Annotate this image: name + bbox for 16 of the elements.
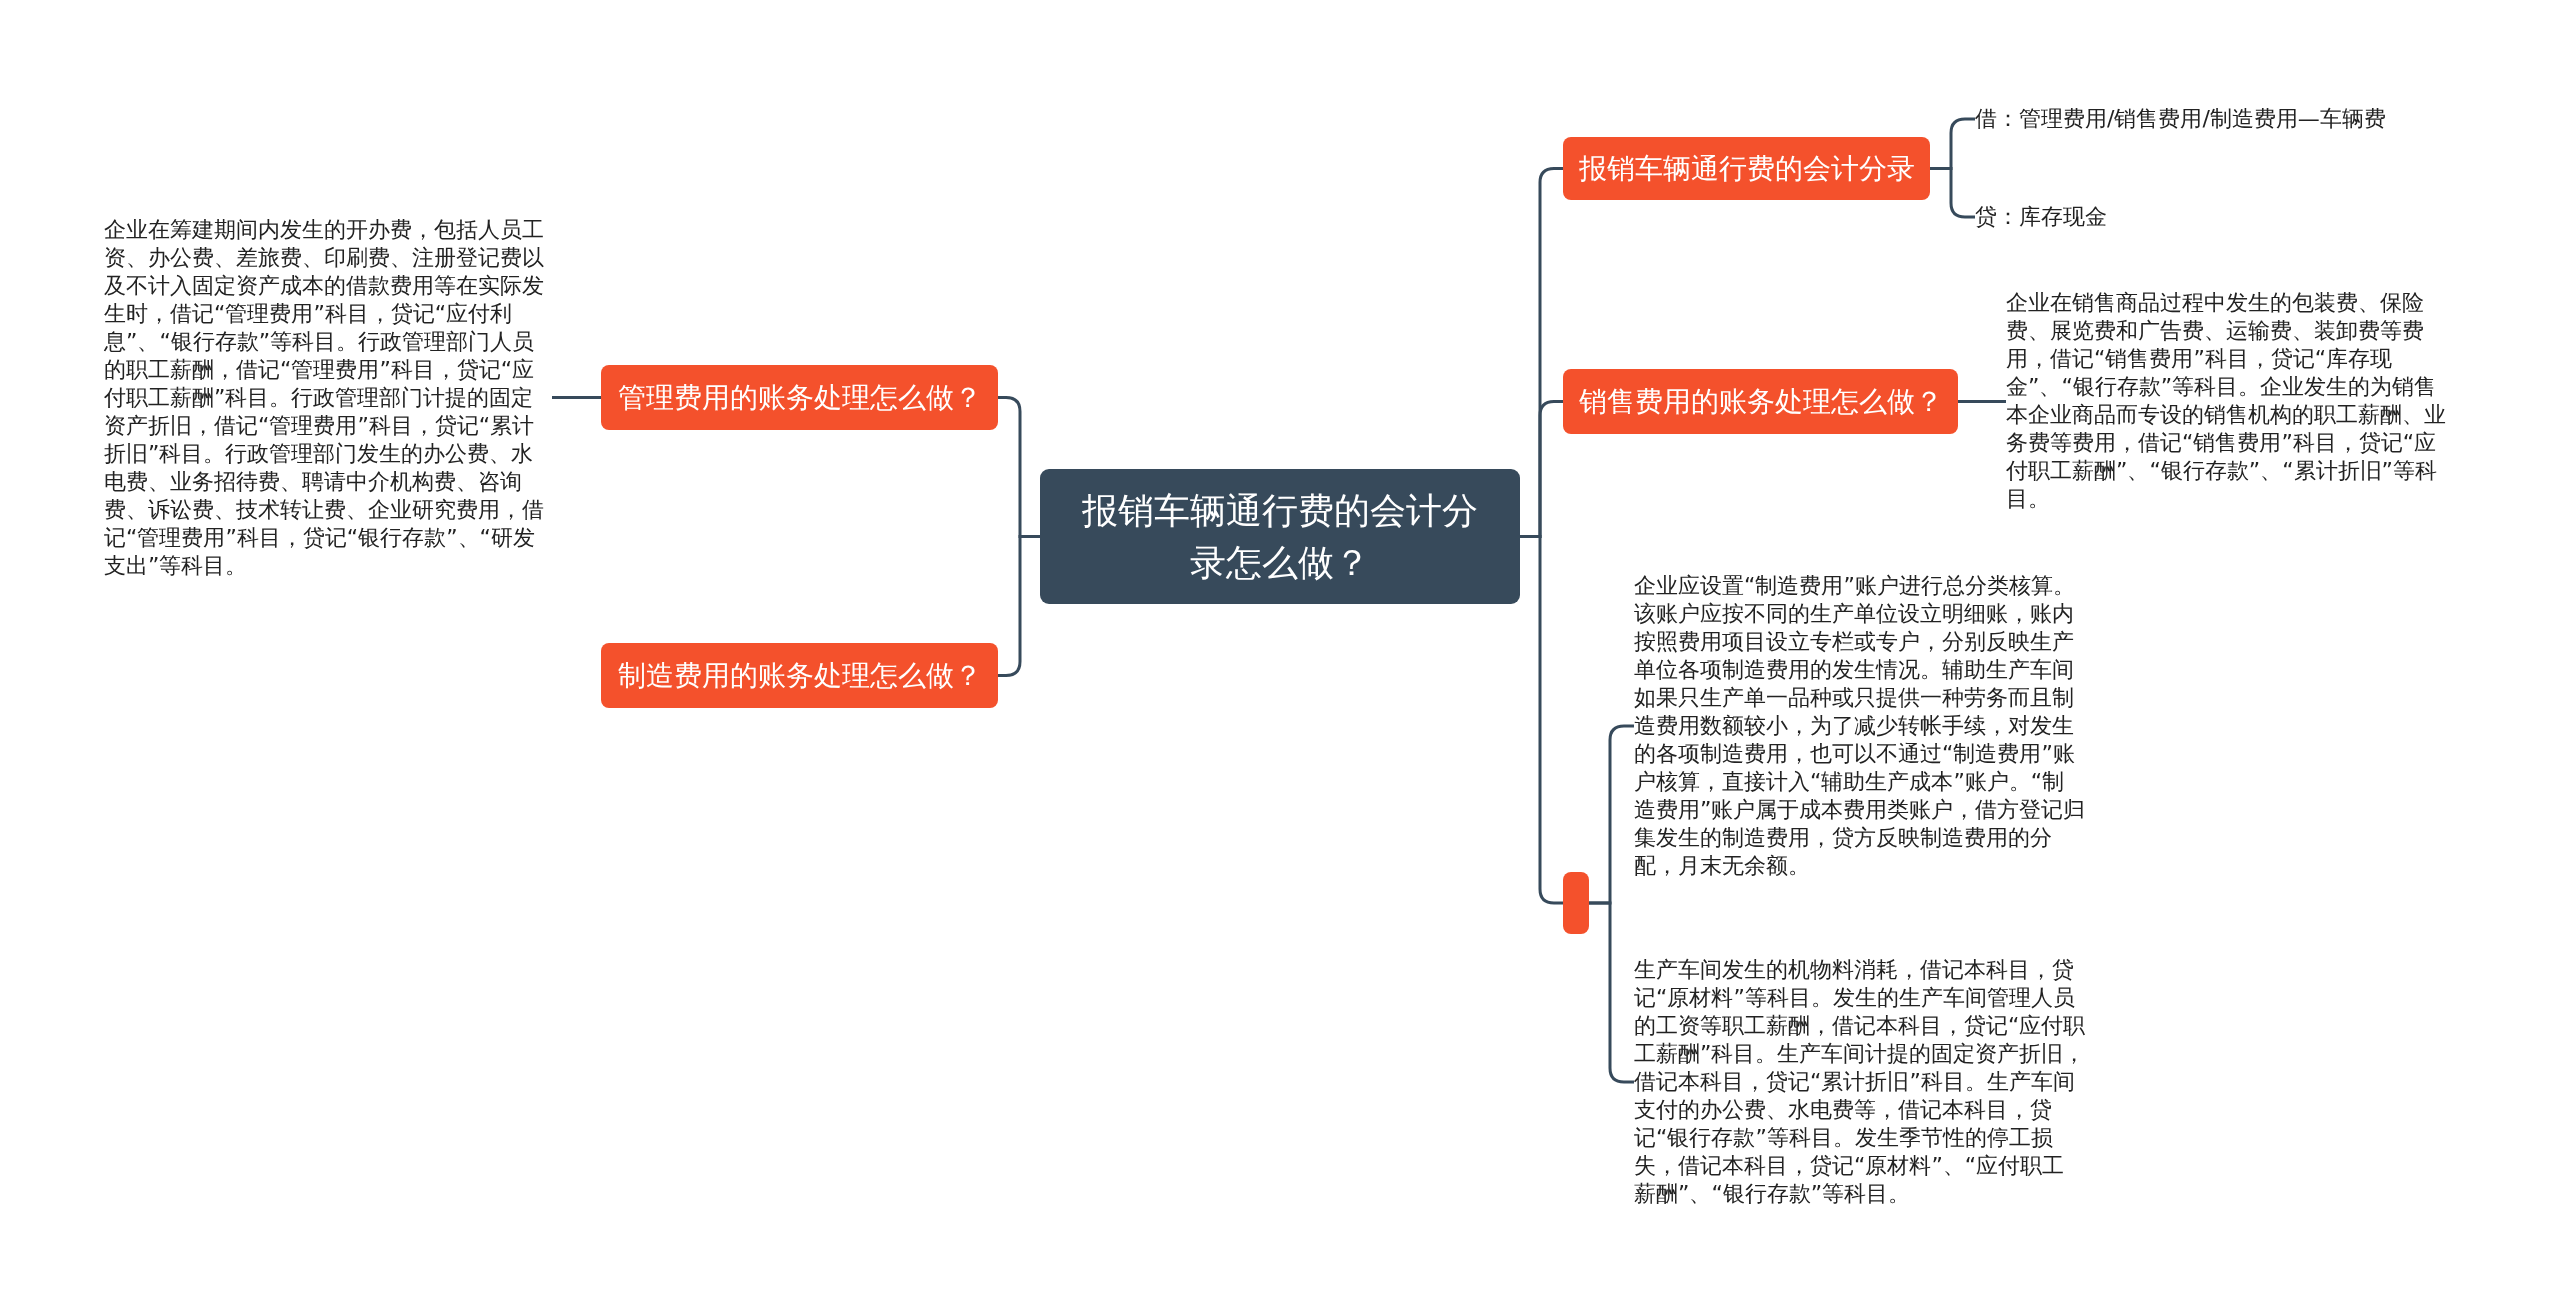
note-text: 企业应设置“制造费用”账户进行总分类核算。该账户应按不同的生产单位设立明细账，账内按照费用项目设立专栏或专户，分别反映生产单位各项制造费用的发生情况。辅助生产车间如果只生产单一品种或只提供一种劳务而且制造费用数额较小，为了减少转帐手续，对发生的各项制造费用，也可以不通过“制造费用”账户核算，直接计入“辅助生产成本”账户。“制造费用”账户属于成本费用类账户，借方登记归集发生的制造费用，贷方反映制造费用的分配，月末无余额。 bbox=[1634, 572, 2086, 880]
connector-line bbox=[1520, 535, 1563, 905]
central-topic-box: 报销车辆通行费的会计分录怎么做？ bbox=[1040, 469, 1520, 604]
note-text: 生产车间发生的机物料消耗，借记本科目，贷记“原材料”等科目。发生的生产车间管理人员的工资等职工薪酬，借记本科目，贷记“应付职工薪酬”科目。生产车间计提的固定资产折旧，借记本科目，贷记“累计折旧”科目。生产车间支付的办公费、水电费等，借记本科目，贷记“银行存款”等科目。发生季节性的停工损失，借记本科目，贷记“原材料”、“应付职工薪酬”、“银行存款”等科目。 bbox=[1634, 956, 2086, 1208]
blank-box bbox=[1563, 872, 1589, 934]
note-text: 企业在销售商品过程中发生的包装费、保险费、展览费和广告费、运输费、装卸费等费用，借记“销售费用”科目，贷记“库存现金”、“银行存款”等科目。企业发生的为销售本企业商品而专设的销售机构的职工薪酬、业务费等费用，借记“销售费用”科目，贷记“应付职工薪酬”、“银行存款”、“累计折旧”等科目。 bbox=[2006, 289, 2458, 513]
topic-box: 销售费用的账务处理怎么做？ bbox=[1563, 369, 1958, 434]
entry-text: 贷：库存现金 bbox=[1975, 203, 2107, 231]
topic-box: 管理费用的账务处理怎么做？ bbox=[601, 365, 998, 430]
connector-line bbox=[1930, 167, 1975, 219]
entry-text: 借：管理费用/销售费用/制造费用—车辆费 bbox=[1975, 105, 2386, 133]
note-text: 企业在筹建期间内发生的开办费，包括人员工资、办公费、差旅费、印刷费、注册登记费以及不计入固定资产成本的借款费用等在实际发生时，借记“管理费用”科目，贷记“应付利息”、“银行存款”等科目。行政管理部门人员的职工薪酬，借记“管理费用”科目，贷记“应付职工薪酬”科目。行政管理部门计提的固定资产折旧，借记“管理费用”科目，贷记“累计折旧”科目。行政管理部门发生的办公费、水电费、业务招待费、聘请中介机构费、咨询费、诉讼费、技术转让费、企业研究费用，借记“管理费用”科目，贷记“银行存款”、“研发支出”等科目。 bbox=[104, 216, 552, 580]
topic-box: 报销车辆通行费的会计分录 bbox=[1563, 137, 1930, 200]
connector-line bbox=[1958, 400, 2006, 403]
connector-line bbox=[552, 396, 601, 399]
topic-box: 制造费用的账务处理怎么做？ bbox=[601, 643, 998, 708]
